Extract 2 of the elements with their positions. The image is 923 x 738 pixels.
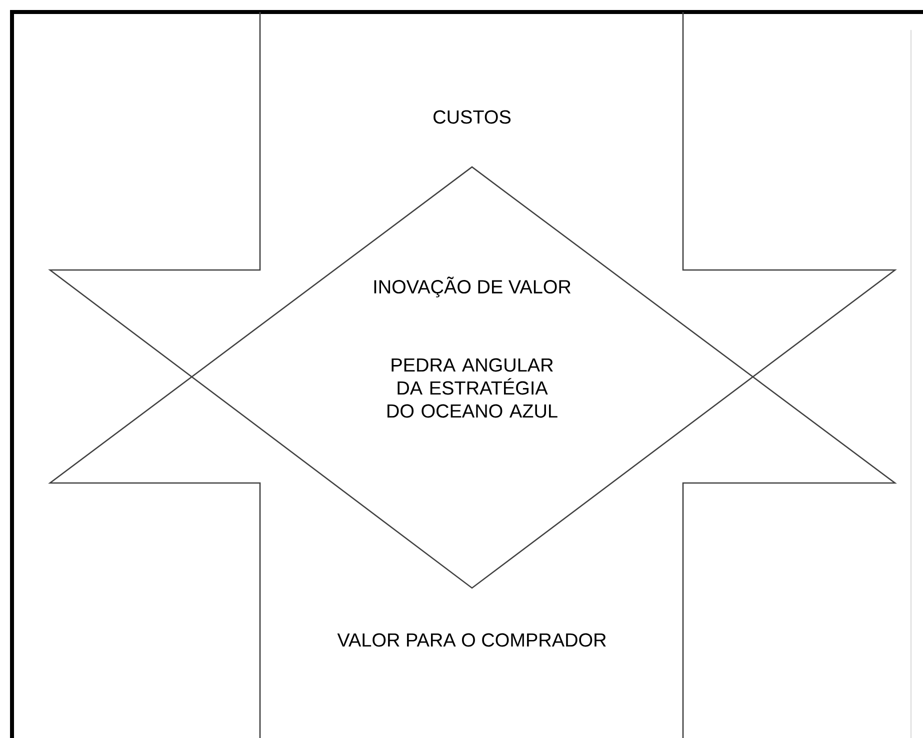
label-text: INOVAÇÃO DE VALOR: [374, 276, 571, 298]
label-text: PEDRA ANGULAR DA ESTRATÉGIA DO OCEANO AZUL: [388, 358, 558, 418]
